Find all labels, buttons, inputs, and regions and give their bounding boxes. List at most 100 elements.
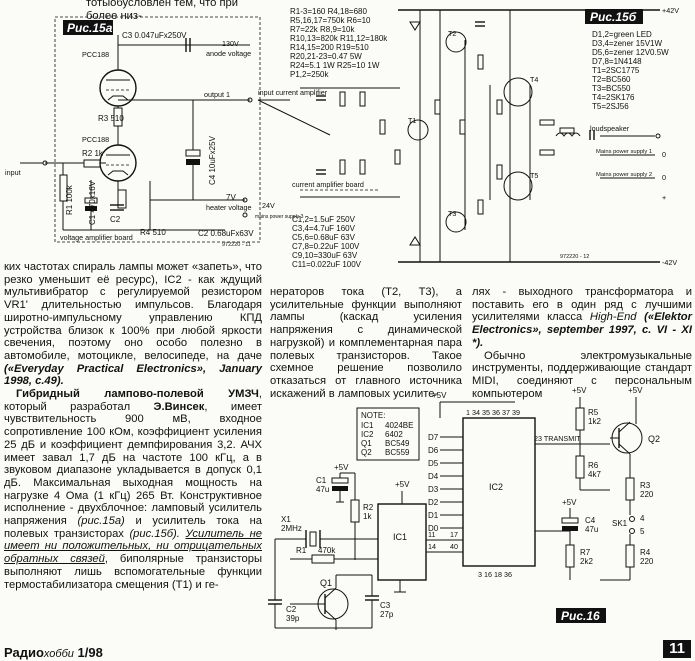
cap-line-2: C3,4=4.7uF 160V [292,224,356,233]
t3-symbol [445,211,467,233]
cap-line-6: C11=0.022uF 100V [292,260,362,269]
t2-symbol [445,31,467,53]
c2b-label: C2 0.68uFx63V [198,229,254,238]
figure-15a-tag-box [63,20,113,35]
r3-symbol [625,477,635,501]
c4-symbol [561,517,579,524]
c1-label: C1 470x16V [88,180,97,225]
note-title: NOTE: [361,411,385,420]
parts-line-4: R10,13=820k R11,12=180k [290,34,388,43]
r6-symbol [575,455,585,479]
r2-symbol [350,499,360,523]
col1-p2-c: и усилитель тока на полевых транзисторах [4,515,263,540]
pin-d6: D6 [428,446,439,455]
svg-text:5: 5 [640,527,645,536]
svg-text:0: 0 [662,173,666,182]
ic1-label: IC1 [393,532,407,542]
ic2-label: IC2 [489,482,503,492]
col3-p1-class: High-End [589,311,637,324]
note-q1-val: BC549 [385,439,410,448]
note-ic2-val: 6402 [385,430,403,439]
t4-symbol [503,77,533,107]
voltage-amplifier-board-outline [54,16,261,243]
r2-label: R2 1k [82,149,104,158]
r1-label: R1 100k [65,184,74,215]
parts-line-6: R20,21-23=0.47 5W [290,52,362,61]
r5-symbol [575,407,585,431]
anode-label: anode voltage [206,49,251,58]
col1-p2-b: , имеет чувствительность 900 мВ, входное… [4,400,262,528]
col3-p1-text: лях - выходного трансформатора и постави… [472,286,692,324]
col1-p2-underlined: Усилитель не имеет ни положительных, ни … [4,527,263,566]
svg-text:11: 11 [428,530,435,539]
q1-label: Q1 [320,578,332,588]
minus42-bottom: -42V [662,258,677,267]
col3-paragraph-2: Обычно электромузыкальные инструменты, п… [472,349,692,400]
c3-value: 27p [380,610,394,619]
mains1-label: Mains power supply 1 [596,149,652,155]
plus5-c4: +5V [562,498,577,507]
cap-line-3: C5,6=0.68uF 63V [292,233,356,242]
pin-d7: D7 [428,433,439,442]
c2-value: 39p [286,614,300,623]
plus42-top: +42V [662,6,679,15]
t5-symbol [503,171,533,201]
c3-label: C3 [380,601,391,610]
c4-label: C4 [585,516,596,525]
heater-label: heater voltage [206,203,252,212]
col3-p1-ref: («Elektor Electronics», september 1997, … [472,311,692,349]
r1-symbol [311,554,335,564]
r3-label: R3 510 [98,114,124,123]
col1-p1-ref: («Everyday Practical Electronics», Janua… [4,362,262,388]
plus5-r5: +5V [572,386,587,395]
c1-value: 47u [316,485,329,494]
semi-8: T4=2SK176 [592,93,635,102]
semi-1: D1,2=green LED [592,30,652,39]
board-15b-label: current amplifier board [292,180,364,189]
svg-text:T5: T5 [530,171,538,180]
semi-5: T1=2SC1775 [592,66,640,75]
svg-text:T1: T1 [408,116,416,125]
ic2-bottom-pins: 3 16 18 36 [478,570,512,579]
r1-value: 470k [318,546,336,555]
col1-p2-a: , который разработал [4,388,262,413]
figure-15b-tag-box [585,9,643,24]
svg-text:40: 40 [450,542,458,551]
top-fragment-text: тотыобусловлен тем, что при более низ- [86,0,238,22]
svg-text:4: 4 [640,514,645,523]
cap-line-1: C1,2=1.5uF 250V [292,215,356,224]
cap-line-4: C7,8=0.22uF 100V [292,242,360,251]
figure-16-tag: Рис.16 [561,609,600,623]
r4-symbol [625,544,635,568]
col1-p2-title: Гибридный лампово-полевой УМЗЧ [16,388,259,401]
r2-label: R2 [363,503,374,512]
c1-label: C1 [316,476,327,485]
col1-paragraph-2: Гибридный лампово-полевой УМЗЧ, который … [4,388,262,591]
column-2: нераторов тока (Т2, Т3), а усилительные … [270,286,462,400]
board-15a-label: voltage amplifier board [60,233,133,242]
output1-label: output 1 [204,90,230,99]
plus5-c1: +5V [334,463,349,472]
top-fragment: тотыобусловлен тем, что при более низ- [86,0,266,22]
pin-d3: D3 [428,485,439,494]
r7-value: 2k2 [580,557,593,566]
parts-line-8: P1,2=250k [290,70,329,79]
svg-text:17: 17 [450,530,458,539]
r5-value: 1k2 [588,417,601,426]
figure-15a-tag: Рис.15а [67,21,113,35]
loudspeaker-label: loudspeaker [590,124,630,133]
col1-p2-author: Э.Винсек [153,400,205,413]
footer-issue: 1/98 [77,645,103,660]
data-pins: D7 D6 D5 D4 D3 D2 D1 D0 [428,433,463,533]
column-3: лях - выходного трансформатора и постави… [472,286,692,400]
figure-16: NOTE: IC1 4024BE IC2 6402 Q1 BC549 Q2 BC… [268,386,660,630]
r4-value: 220 [640,557,654,566]
footer-magazine: Радио [4,645,44,660]
r3-value: 220 [640,490,654,499]
fig15b-code: 972220 - 12 [560,254,589,260]
parts-line-7: R24=5.1 1W R25=10 1W [290,61,380,70]
r2-value: 1k [363,512,372,521]
r3-label: R3 [640,481,651,490]
tube-1 [99,69,137,107]
semi-9: T5=2SJ56 [592,102,629,111]
